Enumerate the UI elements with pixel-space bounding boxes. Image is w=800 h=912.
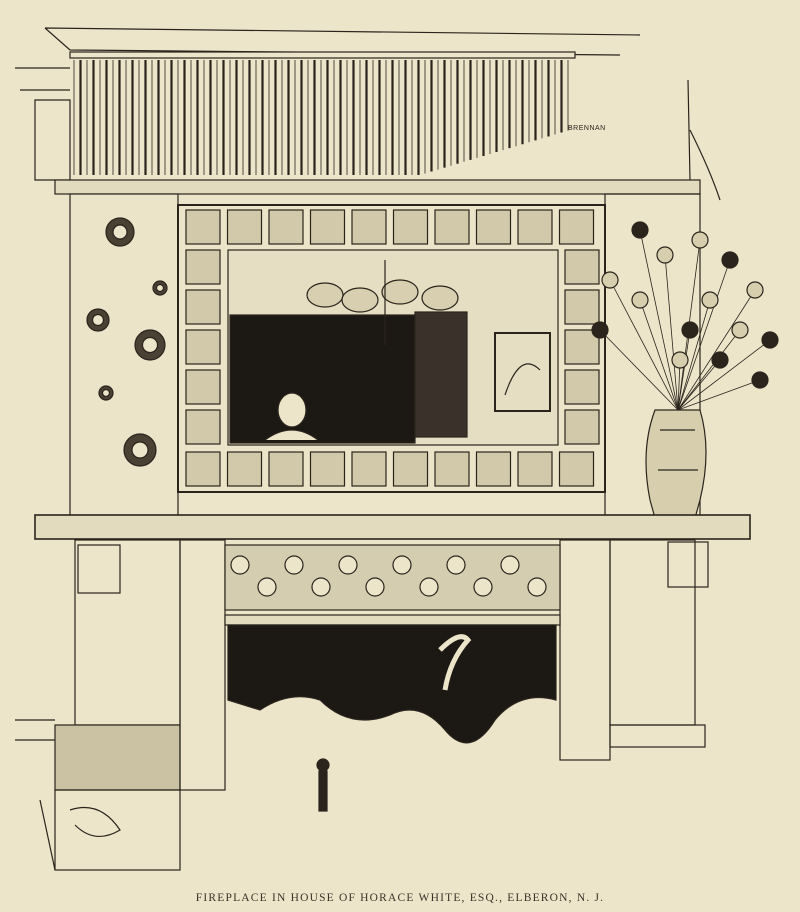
illustration-caption: FIREPLACE IN HOUSE OF HORACE WHITE, ESQ.… xyxy=(195,892,605,904)
band-rosette xyxy=(284,555,304,575)
cornice xyxy=(15,27,641,91)
band-rosette xyxy=(419,577,439,597)
fluted-frieze xyxy=(73,60,569,175)
glass-tile xyxy=(564,249,600,285)
reflected-man xyxy=(277,392,307,428)
right-jamb xyxy=(559,539,611,761)
flower xyxy=(721,251,739,269)
flower xyxy=(761,331,779,349)
glass-tile xyxy=(268,451,304,487)
flower xyxy=(681,321,699,339)
band-rosette xyxy=(446,555,466,575)
band-rosette xyxy=(500,555,520,575)
left-jamb xyxy=(179,539,226,791)
band-rosette xyxy=(365,577,385,597)
flower xyxy=(631,291,649,309)
glass-tile xyxy=(185,209,221,245)
left-bracket xyxy=(77,544,121,594)
flower xyxy=(656,246,674,264)
fireplace-engraving: BRENNAN xyxy=(15,27,779,871)
right-base xyxy=(609,724,706,748)
glass-tile xyxy=(564,289,600,325)
glass-tile xyxy=(351,209,387,245)
glass-tile xyxy=(517,209,553,245)
glass-tile xyxy=(564,369,600,405)
glass-tile xyxy=(268,209,304,245)
flower xyxy=(601,271,619,289)
glass-tile xyxy=(226,451,263,487)
glass-tile xyxy=(185,249,221,285)
glass-tile xyxy=(558,209,595,245)
fireplace-opening xyxy=(227,624,557,744)
glass-tile xyxy=(517,451,553,487)
reflected-picture xyxy=(494,332,551,412)
flower xyxy=(711,351,729,369)
flower xyxy=(671,351,689,369)
upper-shelf xyxy=(54,179,701,195)
flower xyxy=(701,291,719,309)
glass-tile xyxy=(564,329,600,365)
flower xyxy=(691,231,709,249)
glass-tile xyxy=(475,451,512,487)
left-frieze-end xyxy=(34,99,71,181)
mantel-shelf xyxy=(34,514,751,540)
band-rosette xyxy=(392,555,412,575)
band-rosette xyxy=(473,577,493,597)
flower xyxy=(631,221,649,239)
band-rosette xyxy=(527,577,547,597)
glass-tile xyxy=(351,451,387,487)
glass-tile xyxy=(309,451,346,487)
column-base-band xyxy=(54,724,181,791)
glass-tile xyxy=(309,209,346,245)
band-rosette xyxy=(311,577,331,597)
left-column xyxy=(74,539,181,726)
glass-tile xyxy=(185,289,221,325)
rosettes xyxy=(86,217,168,467)
right-bracket xyxy=(667,541,709,588)
glass-tile xyxy=(392,209,429,245)
glass-tile xyxy=(185,409,221,445)
flower xyxy=(731,321,749,339)
band-rosette xyxy=(338,555,358,575)
glass-tile xyxy=(226,209,263,245)
glass-tile xyxy=(434,209,470,245)
glass-tile xyxy=(185,451,221,487)
glass-tile xyxy=(392,451,429,487)
flower-vase xyxy=(591,221,779,519)
chandelier xyxy=(306,260,459,345)
glass-tile xyxy=(434,451,470,487)
glass-tile xyxy=(185,369,221,405)
band-rosette xyxy=(230,555,250,575)
glass-tile xyxy=(185,329,221,365)
flower xyxy=(751,371,769,389)
andiron xyxy=(316,758,330,812)
artist-signature: BRENNAN xyxy=(568,125,606,132)
beveled-glass-tiles xyxy=(185,209,600,487)
glass-tile xyxy=(475,209,512,245)
mirror xyxy=(227,249,559,446)
flower xyxy=(746,281,764,299)
column-plinth xyxy=(54,789,181,871)
right-column xyxy=(609,539,696,726)
glass-tile xyxy=(558,451,595,487)
band-rosette xyxy=(257,577,277,597)
glass-tile xyxy=(564,409,600,445)
flower xyxy=(591,321,609,339)
decorative-band xyxy=(224,544,561,611)
